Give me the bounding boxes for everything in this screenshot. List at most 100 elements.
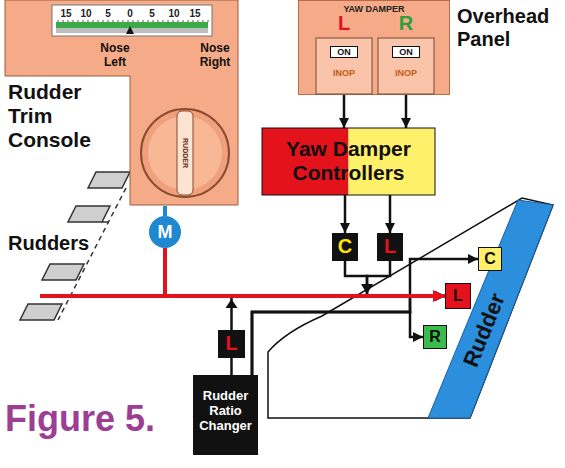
connector bbox=[165, 248, 445, 296]
rudder-shape bbox=[428, 200, 553, 418]
scale-tick bbox=[178, 20, 179, 22]
scale-tick bbox=[128, 20, 129, 22]
part-label: Rudders bbox=[8, 232, 100, 255]
scale-tick bbox=[73, 20, 74, 22]
yaw-damper-switch: R ON INOP bbox=[378, 14, 434, 94]
scale-pointer bbox=[126, 26, 134, 34]
knob-ring bbox=[141, 109, 229, 197]
connector bbox=[344, 195, 347, 233]
scale-tick bbox=[198, 20, 199, 22]
connector bbox=[230, 358, 233, 375]
scale-number: 10 bbox=[164, 8, 184, 20]
controller-outline bbox=[262, 128, 435, 195]
trim-console: Rudder Trim Console Nose Left Nose RightRU… bbox=[0, 0, 240, 206]
scale-tick bbox=[98, 20, 99, 22]
switch-state: INOP bbox=[378, 68, 434, 78]
console-panel bbox=[5, 0, 238, 205]
connector bbox=[163, 206, 167, 216]
servo-box: L bbox=[218, 330, 245, 358]
scale-tick bbox=[168, 20, 169, 22]
connector bbox=[405, 94, 408, 128]
scale-tick bbox=[143, 20, 144, 22]
scale-tick bbox=[93, 20, 94, 22]
yaw-damper-switch: L ON INOP bbox=[316, 14, 372, 94]
scale-tick bbox=[183, 20, 184, 22]
yaw-damper-controllers: Yaw Damper Controllers bbox=[262, 128, 435, 195]
pedal-cable bbox=[40, 294, 165, 298]
scale-bar bbox=[56, 22, 208, 28]
connector bbox=[345, 261, 445, 296]
switch-state: ON bbox=[330, 46, 358, 58]
channel-letter: R bbox=[378, 12, 434, 35]
connector bbox=[252, 296, 445, 375]
switch-state: ON bbox=[392, 46, 420, 58]
trim-knob: RUDDER bbox=[140, 108, 230, 198]
scale-tick bbox=[108, 20, 109, 22]
scale-number: 15 bbox=[185, 8, 205, 20]
scale-number: 5 bbox=[98, 8, 118, 20]
connector bbox=[389, 195, 392, 233]
overhead-panel: YAW DAMPEROverhead PanelLONINOPRONINOP bbox=[298, 0, 450, 95]
scale-tick bbox=[173, 20, 174, 22]
console-title: Rudder Trim Console bbox=[8, 80, 126, 152]
knob-label: RUDDER bbox=[181, 138, 189, 168]
scale-tick bbox=[68, 20, 69, 22]
switch-cell bbox=[316, 38, 372, 94]
rudder-pedal bbox=[20, 304, 62, 320]
channel-letter: L bbox=[377, 235, 403, 258]
scale-tick bbox=[208, 20, 209, 22]
direction-label: Nose Left bbox=[94, 42, 136, 70]
rudder-actuator: C bbox=[478, 247, 502, 271]
scale-tick bbox=[123, 20, 124, 22]
servo-box: C bbox=[332, 233, 358, 261]
scale-window bbox=[52, 5, 212, 36]
scale-tick bbox=[118, 20, 119, 22]
ratio-changer-label: Rudder Ratio Changer bbox=[197, 389, 254, 434]
scale-tick bbox=[63, 20, 64, 22]
scale-number: 0 bbox=[120, 8, 140, 20]
figure-caption: Figure 5. bbox=[5, 398, 155, 439]
rudder-surface: Rudder bbox=[428, 198, 554, 420]
channel-letter: L bbox=[316, 12, 372, 35]
scale-tick bbox=[193, 20, 194, 22]
scale-tick bbox=[158, 20, 159, 22]
scale-tick bbox=[103, 20, 104, 22]
rudder-actuator: R bbox=[423, 325, 447, 349]
actuator-letter: L bbox=[446, 287, 470, 305]
servo-box: L bbox=[377, 233, 403, 261]
switch-cell bbox=[378, 38, 434, 94]
actuator-letter: C bbox=[479, 250, 501, 268]
pedal-stem bbox=[102, 221, 108, 223]
connector bbox=[343, 94, 346, 128]
actuator-letter: R bbox=[424, 328, 446, 346]
scale-tick bbox=[138, 20, 139, 22]
rudder-pedal bbox=[88, 172, 130, 188]
trim-motor: M bbox=[149, 216, 181, 248]
scale-number: 10 bbox=[76, 8, 96, 20]
scale-tick bbox=[188, 20, 189, 22]
scale-tick bbox=[203, 20, 204, 22]
switch-state: INOP bbox=[316, 68, 372, 78]
channel-letter: L bbox=[218, 332, 245, 355]
knob-grip bbox=[177, 111, 193, 195]
connector bbox=[252, 312, 423, 375]
rudder-actuator: L bbox=[445, 283, 471, 309]
ratio-changer: Rudder Ratio Changer bbox=[193, 375, 258, 455]
direction-label: Nose Right bbox=[194, 42, 236, 70]
rudder-pedal bbox=[42, 264, 84, 280]
rudder-pedal bbox=[68, 206, 110, 222]
scale-tick bbox=[83, 20, 84, 22]
scale-tick bbox=[163, 20, 164, 22]
scale-tick bbox=[113, 20, 114, 22]
scale-tick bbox=[88, 20, 89, 22]
scale-tick bbox=[58, 20, 59, 22]
scale-tick bbox=[148, 20, 149, 22]
controller-label: Yaw Damper Controllers bbox=[266, 137, 431, 185]
channel-letter: C bbox=[332, 235, 358, 258]
panel-heading: YAW DAMPER bbox=[299, 4, 449, 14]
scale-number: 5 bbox=[142, 8, 162, 20]
connector bbox=[367, 261, 445, 296]
motor-letter: M bbox=[149, 222, 181, 243]
connector bbox=[252, 259, 478, 375]
